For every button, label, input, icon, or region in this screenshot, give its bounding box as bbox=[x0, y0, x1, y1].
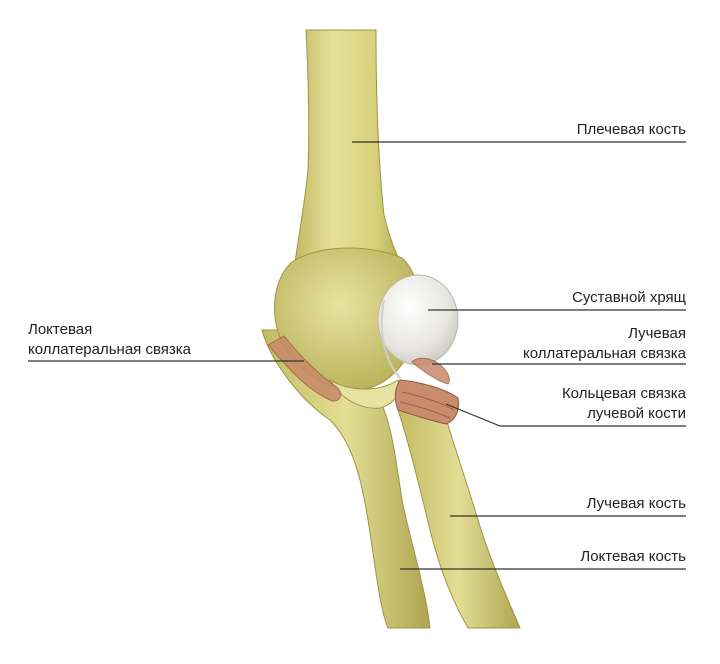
articular-cartilage bbox=[377, 274, 459, 366]
label-ulnar-collateral-line2: коллатеральная связка bbox=[28, 341, 192, 358]
label-articular-cartilage: Суставной хрящ bbox=[572, 289, 686, 306]
label-annular-line1: Кольцевая связка bbox=[562, 385, 687, 402]
leader-annular bbox=[445, 403, 686, 427]
ulna-bone bbox=[261, 329, 431, 629]
humerus-bone bbox=[291, 29, 411, 286]
label-humerus: Плечевая кость bbox=[577, 121, 686, 138]
ulnar-collateral-ligament bbox=[267, 335, 341, 402]
label-radial-collateral-line1: Лучевая bbox=[628, 325, 686, 342]
leader-lines bbox=[28, 141, 686, 570]
label-annular-line2: лучевой кости bbox=[587, 405, 686, 422]
humerus-condyle bbox=[274, 247, 420, 391]
annular-ligament bbox=[394, 379, 459, 425]
label-ulna: Локтевая кость bbox=[580, 548, 686, 565]
label-ulnar-collateral-line1: Локтевая bbox=[28, 321, 92, 338]
label-radius: Лучевая кость bbox=[587, 495, 687, 512]
label-radial-collateral-line2: коллатеральная связка bbox=[523, 345, 687, 362]
radial-collateral-ligament bbox=[411, 357, 450, 385]
